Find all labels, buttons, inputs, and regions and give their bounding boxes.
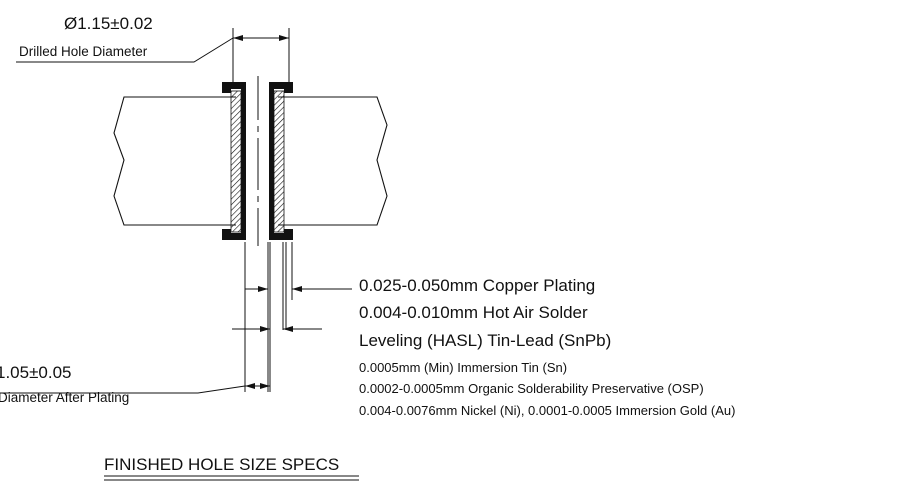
board-right-section — [278, 96, 388, 226]
hasl-arrows — [260, 326, 293, 332]
plated-arrows — [245, 383, 270, 389]
osp-spec: 0.0002-0.0005mm Organic Solderability Pr… — [359, 381, 704, 396]
plated-hole-caption: Diameter After Plating — [0, 390, 130, 405]
plated-hole-dimension: 1.05±0.05 — [0, 363, 72, 382]
plating-extension-lines — [244, 242, 293, 392]
drilled-hole-dimension: Ø1.15±0.02 — [64, 14, 153, 33]
copper-plating-arrows — [258, 286, 302, 292]
left-barrel-plating — [222, 82, 246, 240]
copper-plating-spec: 0.025-0.050mm Copper Plating — [359, 276, 596, 295]
hasl-spec-line1: 0.004-0.010mm Hot Air Solder — [359, 303, 588, 322]
drilled-hole-caption: Drilled Hole Diameter — [19, 44, 148, 59]
board-left-section — [113, 96, 236, 226]
enig-spec: 0.004-0.0076mm Nickel (Ni), 0.0001-0.000… — [359, 403, 736, 418]
title-underline — [104, 475, 359, 481]
drawing-title: FINISHED HOLE SIZE SPECS — [104, 455, 340, 474]
hasl-spec-line2: Leveling (HASL) Tin-Lead (SnPb) — [359, 331, 612, 350]
drilled-dimension-arrows — [233, 35, 289, 41]
immersion-tin-spec: 0.0005mm (Min) Immersion Tin (Sn) — [359, 360, 568, 375]
right-barrel-plating — [269, 82, 293, 240]
